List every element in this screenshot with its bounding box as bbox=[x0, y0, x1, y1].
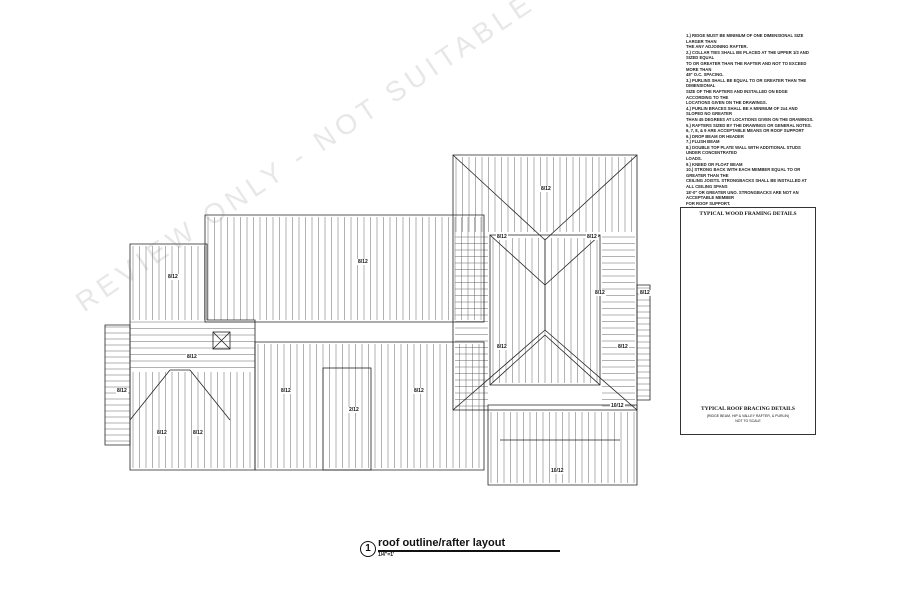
bracing-details-scale: NOT TO SCALE bbox=[735, 419, 761, 423]
note-line: 8.) DOUBLE TOP PLATE WALL WITH ADDITIONA… bbox=[686, 144, 801, 156]
hip-line bbox=[129, 369, 171, 421]
pitch-label: 8/12 bbox=[167, 274, 179, 280]
pitch-label: 8/12 bbox=[357, 259, 369, 265]
pitch-label: 8/12 bbox=[192, 430, 204, 436]
note-line: FOR ROOF SUPPORT. bbox=[686, 200, 731, 206]
pitch-label: 8/12 bbox=[639, 290, 651, 296]
note-line: LOCATIONS GIVEN ON THE DRAWINGS. bbox=[686, 100, 767, 106]
hip-line bbox=[544, 154, 638, 241]
note-line: SIZE OF THE RAFTERS AND INSTALLED ON EDG… bbox=[686, 88, 788, 100]
note-line: 6.) DROP BEAM OR HEADER bbox=[686, 133, 744, 139]
bracing-details-subtitle: (RIDGE BEAM, HIP & VALLEY RAFTER, & PURL… bbox=[706, 414, 790, 418]
note-line: TO OR GREATER THAN THE RAFTER AND NOT TO… bbox=[686, 60, 807, 72]
drawing-title: roof outline/rafter layout bbox=[378, 537, 506, 549]
pitch-label: 8/12 bbox=[594, 290, 606, 296]
drawing-scale: 1/4"=1' bbox=[378, 552, 395, 558]
note-line: 6, 7, 8, & 9 ARE ACCEPTABLE MEANS OR ROO… bbox=[686, 128, 805, 134]
note-line: CEILING JOISTS. STRONGBACKS SHALL BE INS… bbox=[686, 178, 807, 190]
hip-line bbox=[489, 234, 546, 286]
note-line: 7.) FLUSH BEAM bbox=[686, 139, 720, 145]
pitch-label: 8/12 bbox=[617, 344, 629, 350]
pitch-label: 10/12 bbox=[610, 403, 625, 409]
typical-framing-details-box: TYPICAL WOOD FRAMING DETAILS TYPICAL ROO… bbox=[680, 207, 816, 435]
pitch-label: 8/12 bbox=[413, 388, 425, 394]
hip-line bbox=[452, 329, 546, 411]
framing-details-title: TYPICAL WOOD FRAMING DETAILS bbox=[699, 211, 797, 217]
pitch-label: 8/12 bbox=[186, 354, 198, 360]
note-line: 18'-0" OR GREATER UNO. STRONGBACKS ARE N… bbox=[686, 189, 799, 201]
chimney-box bbox=[212, 331, 231, 350]
pitch-label: 8/12 bbox=[586, 234, 598, 240]
pitch-label: 2/12 bbox=[348, 407, 360, 413]
pitch-label: 8/12 bbox=[540, 186, 552, 192]
note-line: 3.) PURLINS SHALL BE EQUAL TO OR GREATER… bbox=[686, 77, 807, 89]
note-line: 48" O.C. SPACING. bbox=[686, 72, 724, 78]
roof-outline-right-leanto bbox=[636, 284, 651, 401]
hip-line bbox=[452, 154, 546, 241]
note-line: 9.) KNEED OR FLOAT BEAM bbox=[686, 161, 743, 167]
pitch-label: 8/12 bbox=[156, 430, 168, 436]
bracing-details-title: TYPICAL ROOF BRACING DETAILS bbox=[701, 406, 795, 412]
note-line: 1.) RIDGE MUST BE MINIMUM OF ONE DIMENSI… bbox=[686, 33, 804, 44]
note-line: LOADS. bbox=[686, 156, 702, 162]
roof-outline-right-lower bbox=[487, 404, 638, 486]
pitch-label: 8/12 bbox=[496, 344, 508, 350]
note-line: 2.) COLLAR TIES SHALL BE PLACED AT THE U… bbox=[686, 49, 809, 61]
hip-line bbox=[544, 329, 638, 411]
hip-line bbox=[544, 234, 601, 286]
roof-outline-left-wing bbox=[129, 243, 256, 471]
hip-line bbox=[189, 369, 231, 421]
roof-outline-center-lower bbox=[254, 341, 485, 471]
pitch-label: 8/12 bbox=[116, 388, 128, 394]
skylight-box bbox=[322, 367, 372, 471]
note-line: 5.) RAFTERS SIZED BY THE DRAWINGS OR GEN… bbox=[686, 122, 812, 128]
pitch-label: 8/12 bbox=[280, 388, 292, 394]
note-line: THAN 45 DEGREES AT LOCATIONS GIVEN ON TH… bbox=[686, 116, 814, 122]
drawing-number: 1 bbox=[360, 541, 376, 557]
note-line: 10.) STRONG BACK WITH EACH MEMBER EQUAL … bbox=[686, 167, 801, 178]
note-line: 4.) PURLIN BRACES SHALL BE A MINIMUM OF … bbox=[686, 105, 798, 117]
pitch-label: 10/12 bbox=[550, 468, 565, 474]
hip-line bbox=[489, 334, 546, 386]
roof-outline-left-leanto bbox=[104, 324, 131, 446]
roof-outline-center-block bbox=[204, 214, 485, 323]
general-notes: 1.) RIDGE MUST BE MINIMUM OF ONE DIMENSI… bbox=[686, 33, 814, 223]
title-underline bbox=[378, 550, 560, 552]
hip-line bbox=[544, 334, 601, 386]
chimney-cross bbox=[212, 331, 231, 350]
pitch-label: 8/12 bbox=[496, 234, 508, 240]
note-line: THE ANY ADJOINING RAFTER. bbox=[686, 44, 748, 50]
